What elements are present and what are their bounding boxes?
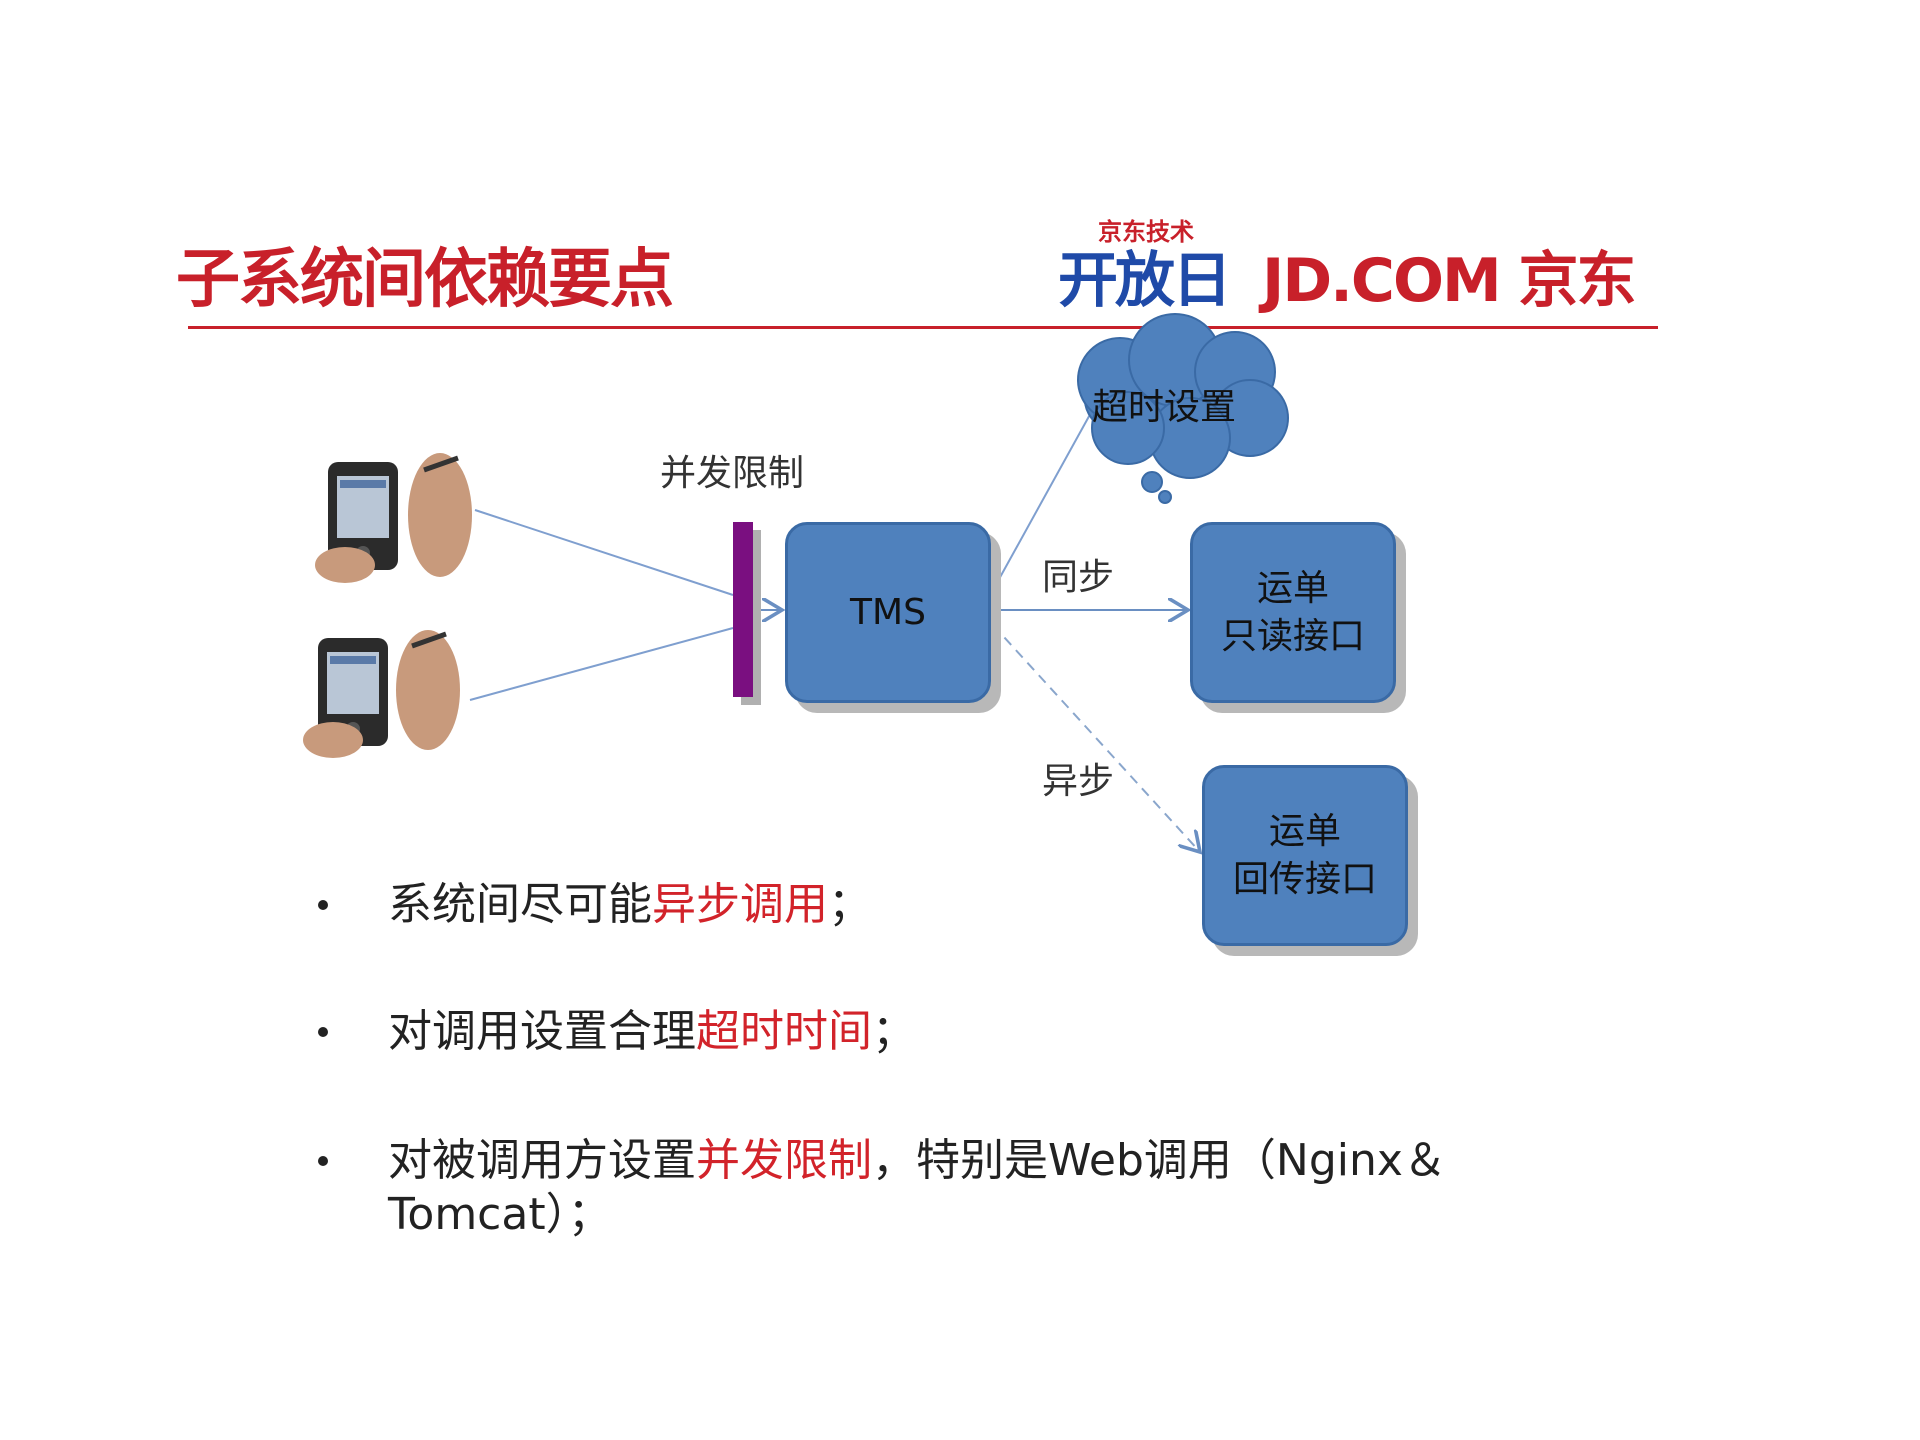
waybill-callback-label: 运单 回传接口 [1232,810,1377,900]
bullet-highlight: 异步调用 [652,879,828,930]
logo-caption: 京东技术 [1098,218,1194,246]
bullet-text-line2: Tomcat）； [388,1189,612,1240]
mobile-device-icon-1 [315,453,472,583]
bullet-dot [318,1027,328,1037]
tms-label: TMS [850,591,926,633]
timeout-cloud-label: 超时设置 [1092,387,1237,428]
bullet-dot [318,1156,328,1166]
waybill-callback-box: 运单 回传接口 [1202,765,1408,946]
async-arrow [992,624,1200,852]
phone1-connector [474,509,734,596]
page-title: 子系统间依赖要点 [176,243,674,317]
bullet-text-end: ； [828,879,872,930]
waybill-readonly-box: 运单 只读接口 [1190,522,1396,703]
bullet-text-end: ，特别是Web调用（Nginx＆ [872,1135,1447,1186]
tms-box: TMS [785,522,991,703]
mobile-device-icon-2 [303,630,460,758]
bullet-highlight: 并发限制 [696,1135,872,1186]
concurrency-label: 并发限制 [660,453,805,494]
bullet-text: 对调用设置合理 [388,1006,696,1057]
bullet-highlight: 超时时间 [696,1006,872,1057]
sync-label: 同步 [1042,557,1115,598]
bullet-dot [318,900,328,910]
logo-jd: JD.COM 京东 [1262,246,1637,316]
bullet-text: 系统间尽可能 [388,879,652,930]
timeout-connector [992,399,1099,591]
async-label: 异步 [1042,761,1115,802]
phone2-connector [469,627,734,701]
bullet-text: 对被调用方设置 [388,1135,696,1186]
logo-open-day: 开放日 [1058,246,1232,316]
timeout-cloud-shape [1077,313,1289,504]
waybill-readonly-label: 运单 只读接口 [1220,567,1365,657]
bullet-text-end: ； [872,1006,916,1057]
title-divider [188,326,1658,329]
concurrency-limit-bar [733,522,753,697]
